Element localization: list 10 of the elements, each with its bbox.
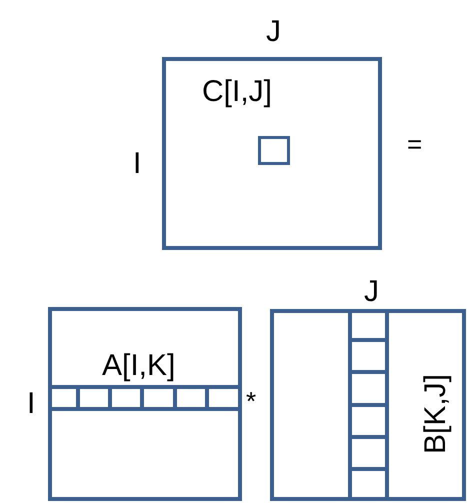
index-label: I bbox=[133, 149, 142, 179]
matrix-label: C[I,J] bbox=[202, 77, 272, 107]
matrix-label: A[I,K] bbox=[102, 351, 176, 381]
multiply-sign: * bbox=[246, 388, 256, 414]
index-label: J bbox=[364, 277, 379, 307]
element-square bbox=[258, 136, 290, 165]
equals-sign: = bbox=[407, 131, 422, 157]
matrix-label: B[K,J] bbox=[421, 374, 451, 454]
index-label: J bbox=[266, 17, 281, 47]
index-label: I bbox=[27, 389, 36, 419]
